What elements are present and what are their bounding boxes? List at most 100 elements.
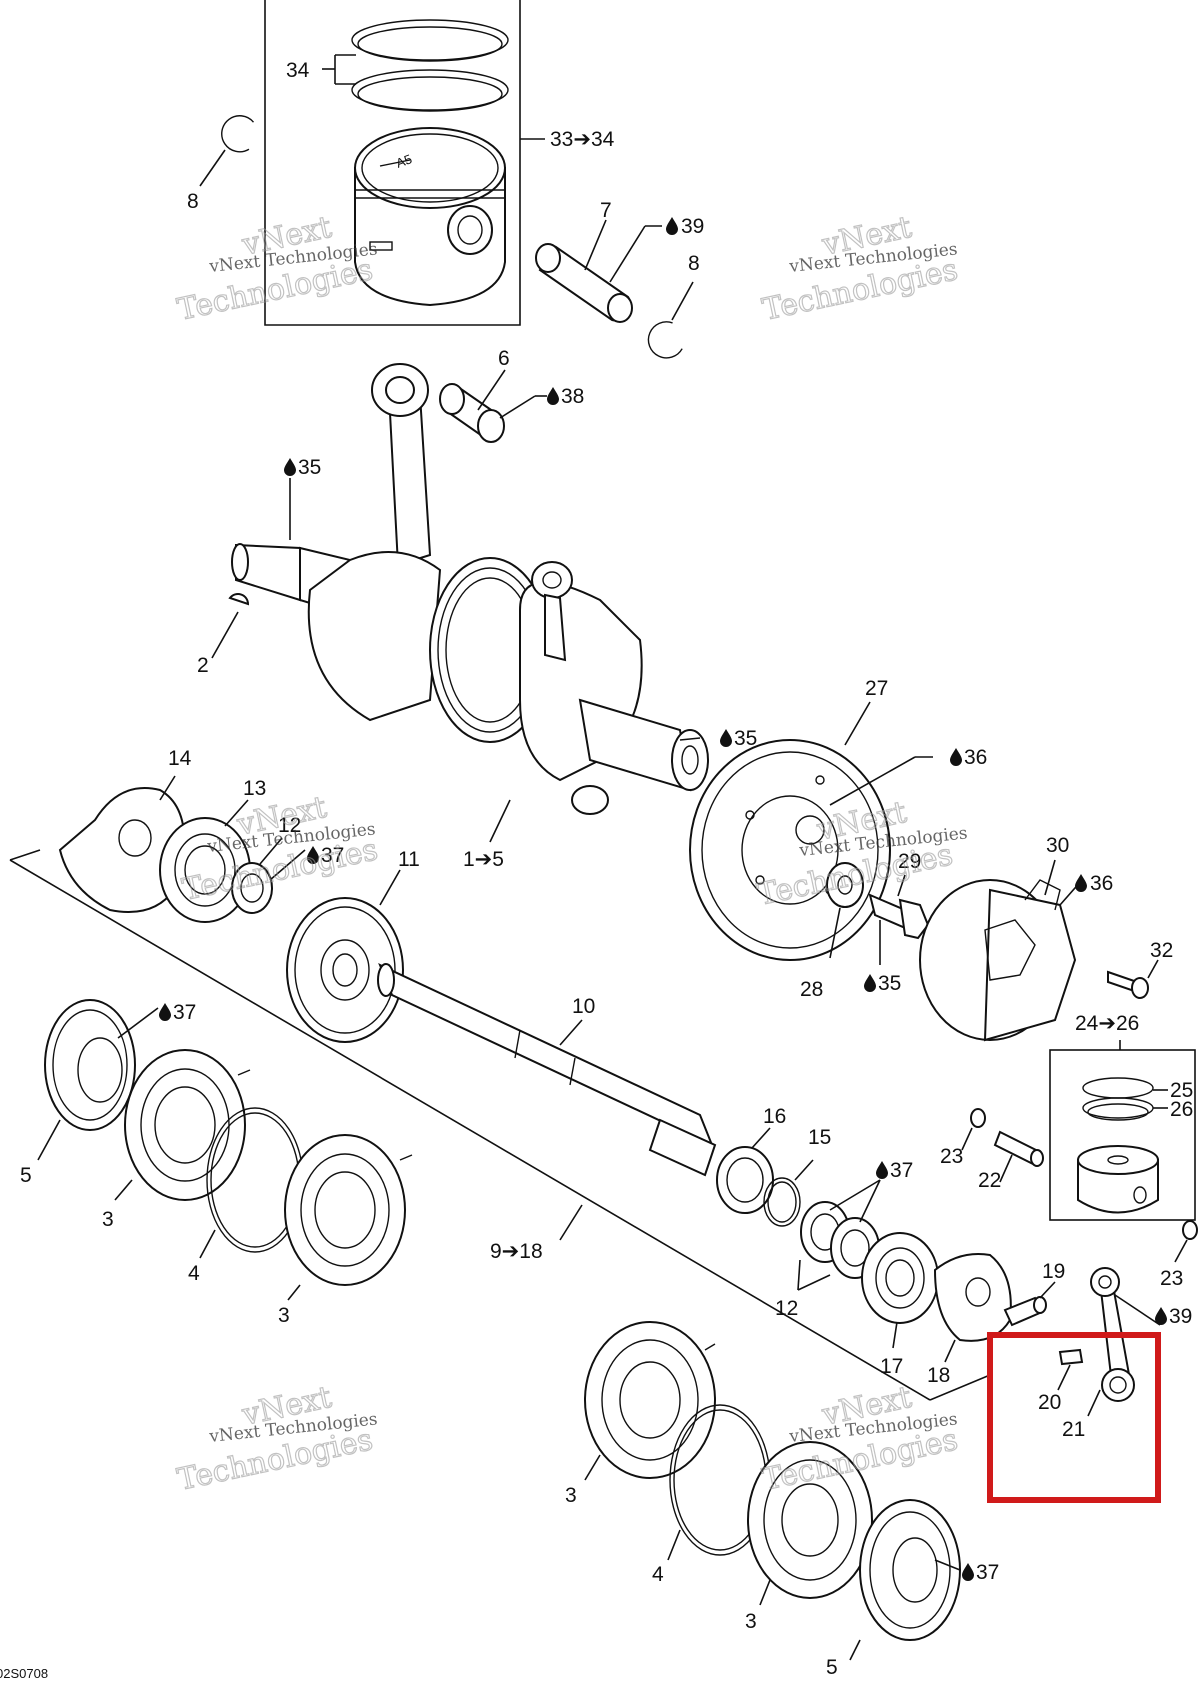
label-39-top: 39 [681,215,704,238]
label-22: 22 [978,1169,1001,1192]
screw [1107,959,1159,999]
needle-bearing [439,369,547,443]
pump-piston-kit-box [1049,1040,1196,1221]
balance-shaft [377,963,717,1177]
drawing-code: 02S0708 [0,1666,48,1681]
grease-drop-icon [864,974,876,992]
grease-drop-icon [720,729,732,747]
grease-drop-icon [962,1563,974,1581]
label-23-left: 23 [940,1145,963,1168]
label-3-bottom-left: 3 [565,1484,577,1507]
piston-pin [535,219,662,323]
label-32: 32 [1150,939,1173,962]
label-37-top: 37 [321,844,344,867]
label-18: 18 [927,1364,950,1387]
label-1-5: 1➔5 [463,848,504,871]
grease-drop-icon [1155,1307,1167,1325]
label-17: 17 [880,1355,903,1378]
label-25: 25 [1170,1079,1193,1102]
sleeve-bearing [716,1127,774,1214]
label-3-left-lower: 3 [278,1304,290,1327]
label-11: 11 [398,848,420,871]
label-24-26: 24➔26 [1075,1012,1139,1035]
label-33-34: 33➔34 [550,128,615,151]
bearing-bottom-right [747,1441,873,1606]
balance-shaft-frame [9,849,991,1401]
pump-connecting-rod [1057,1267,1161,1417]
watermark-top-right: vNext vNext Technologies Technologies [759,209,962,328]
bolt [868,874,930,965]
svg-text:A5: A5 [394,151,414,171]
label-34: 34 [286,59,310,82]
oil-seal-bottom [849,1499,961,1661]
label-27: 27 [865,677,888,700]
label-13: 13 [243,777,266,800]
balancer-gear [286,869,404,1043]
circlip-left [199,115,255,187]
grease-drop-icon [159,1003,171,1021]
label-15: 15 [808,1126,831,1149]
label-38: 38 [561,385,584,408]
pin-19 [1003,1281,1056,1327]
grease-drop-icon [1075,874,1087,892]
piston: A5 [354,127,506,307]
label-5-bottom: 5 [826,1656,838,1679]
watermark-top-left: vNext vNext Technologies Technologies [174,209,379,328]
watermark-bottom-left: vNext vNext Technologies Technologies [174,1379,379,1498]
washer [826,862,864,959]
connecting-rod [371,363,432,567]
oil-seal-left [37,999,159,1161]
crankshaft [231,478,709,843]
watermark-mid-left: vNext vNext Technologies Technologies [179,789,382,908]
label-36-right: 36 [1090,872,1113,895]
grease-drop-icon [876,1161,888,1179]
label-12-bottom: 12 [775,1297,798,1320]
label-35-mid: 35 [734,727,757,750]
label-19: 19 [1042,1260,1065,1283]
bearing-bottom-left [584,1321,716,1481]
label-30: 30 [1046,834,1069,857]
seal-12 [231,837,306,914]
balancer-weight-right [933,1253,1012,1363]
bearing-left-lower [284,1134,413,1301]
label-8-right: 8 [688,252,700,275]
label-6: 6 [498,347,510,370]
pin-22 [993,1130,1044,1183]
label-36-top: 36 [964,746,987,769]
label-4-bottom: 4 [652,1563,664,1586]
label-12-top: 12 [278,814,301,837]
callout-labels: 34 33➔34 8 7 39 8 6 38 35 2 27 35 36 14 … [20,59,1193,1679]
label-21: 21 [1062,1418,1085,1441]
label-5-left: 5 [20,1164,32,1187]
grease-drop-icon [284,458,296,476]
bearing-17 [861,1232,939,1349]
label-9-18: 9➔18 [490,1240,543,1263]
label-39-right: 39 [1169,1305,1192,1328]
label-37-left: 37 [173,1001,196,1024]
label-28: 28 [800,978,823,1001]
label-29: 29 [898,850,921,873]
label-16: 16 [763,1105,786,1128]
label-7: 7 [600,199,612,222]
highlight-box [987,1332,1161,1503]
grease-drop-icon [950,748,962,766]
label-3-left-upper: 3 [102,1208,114,1231]
label-4-left: 4 [188,1262,200,1285]
grease-drop-icon [547,387,559,405]
drive-coupling [919,859,1083,1042]
piston-rings [322,19,509,112]
grease-drop-icon [666,217,678,235]
label-35-bolt: 35 [878,972,901,995]
label-3-bottom-right: 3 [745,1610,757,1633]
ring-15 [763,1159,814,1227]
nut-23-left [961,1108,986,1151]
label-35-left: 35 [298,456,321,479]
label-23-right: 23 [1160,1267,1183,1290]
nut-23-right [1174,1220,1198,1263]
woodruff-key [211,593,250,659]
circlip-right [647,281,694,359]
label-8-left: 8 [187,190,199,213]
label-14: 14 [168,747,192,770]
label-20: 20 [1038,1391,1061,1414]
